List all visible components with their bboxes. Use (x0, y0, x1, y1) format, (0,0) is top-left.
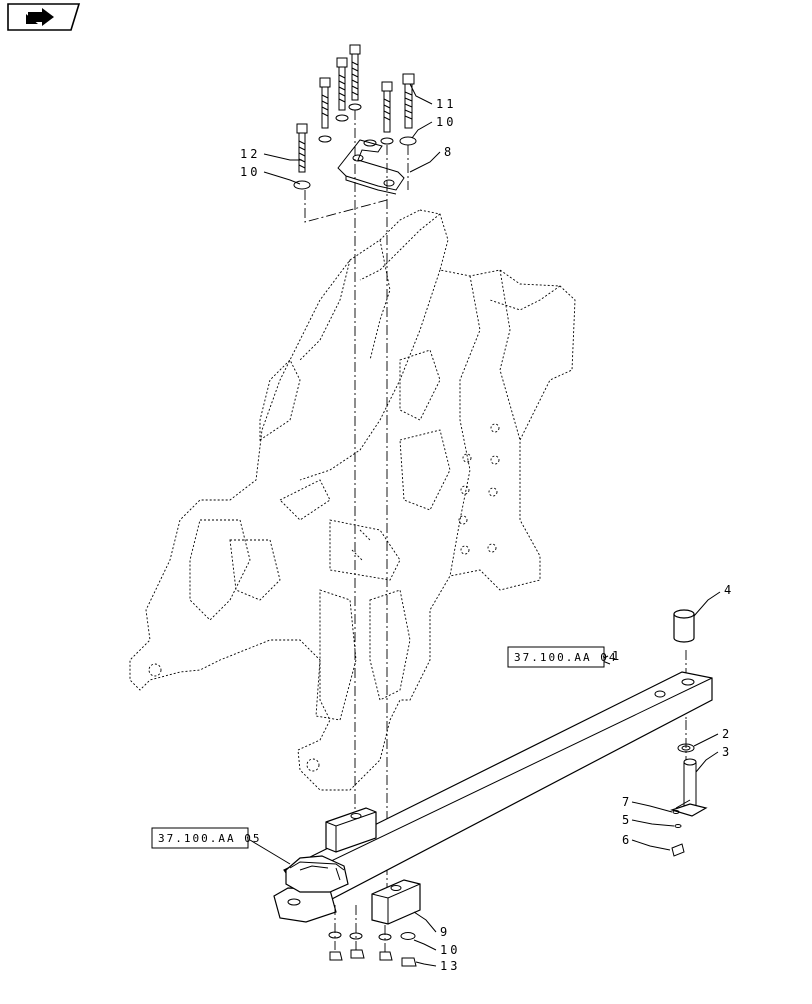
callout-9: 9 (440, 925, 450, 939)
callout-11: 11 (436, 97, 456, 111)
callout-7: 7 (622, 795, 632, 809)
callout-labels: 11 10 12 10 8 4 1 2 3 7 5 6 9 10 13 (240, 97, 734, 973)
callout-10: 10 (440, 943, 460, 957)
leader-lines (249, 83, 721, 967)
bolt (319, 77, 331, 129)
callout-13: 13 (440, 959, 460, 973)
hitch-hook (273, 855, 349, 923)
callout-10: 10 (240, 165, 260, 179)
reference-label: 37.100.AA 05 (158, 832, 261, 845)
bolt (336, 57, 348, 111)
bolt-set (296, 44, 415, 173)
tractor-frame-outline (129, 209, 576, 791)
drawbar (283, 671, 713, 901)
pin-assembly (670, 743, 708, 817)
bolt (349, 44, 361, 101)
small-hardware (671, 810, 685, 857)
callout-3: 3 (722, 745, 732, 759)
callout-12: 12 (240, 147, 260, 161)
callout-4: 4 (724, 583, 734, 597)
mounting-bracket (337, 139, 405, 195)
bolt (402, 73, 415, 129)
callout-10: 10 (436, 115, 456, 129)
callout-2: 2 (722, 727, 732, 741)
bushing (673, 609, 695, 643)
callout-6: 6 (622, 833, 632, 847)
bolt (296, 123, 308, 173)
callout-5: 5 (622, 813, 632, 827)
reference-label: 37.100.AA 04 (514, 651, 617, 664)
reference-box-aa05[interactable]: 37.100.AA 05 (151, 827, 261, 849)
callout-8: 8 (444, 145, 454, 159)
spacer-block (371, 879, 421, 925)
spacer-block (325, 807, 377, 853)
bolt (381, 81, 393, 133)
lower-fasteners (328, 905, 417, 967)
callout-1: 1 (612, 649, 622, 663)
reference-box-aa04[interactable]: 37.100.AA 04 (507, 646, 617, 668)
next-page-arrow-icon[interactable] (7, 3, 81, 31)
